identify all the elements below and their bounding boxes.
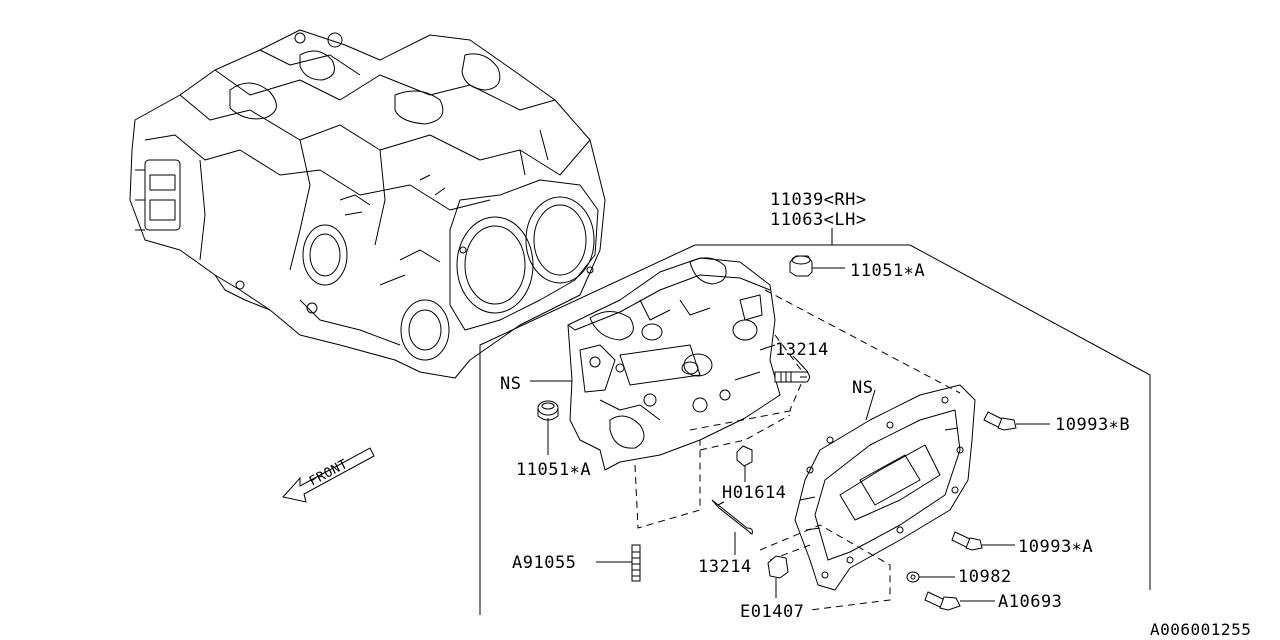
label-head-rh: 11039<RH> [770,190,867,210]
label-washer: 10982 [958,567,1012,587]
cap-part [767,555,789,579]
plug-part-left [537,400,559,421]
cylinder-head-illustration [567,257,781,471]
assembly-dashed-lines [634,289,961,611]
head-cover-plate-illustration [794,384,976,591]
stud-part-upper [774,371,810,383]
label-head-lh: 11063<LH> [770,210,867,230]
diagram-code: A006001255 [1150,620,1251,639]
label-plug-left: 11051∗A [516,460,591,480]
plug-part-top [789,255,813,277]
label-bolt-a10693: A10693 [998,592,1062,612]
label-dowel: A91055 [512,553,576,573]
washer-part [906,571,920,583]
bolt-part-a10693 [924,591,961,611]
bolt-part-b [983,411,1017,431]
callout-labels: 11039<RH> 11063<LH> 11051∗A 13214 NS NS … [500,190,1251,639]
pin-part [736,445,753,467]
label-bolt-a: 10993∗A [1018,537,1093,557]
stud-part-lower [711,499,753,535]
bolt-part-a [951,531,983,551]
label-ns-cover: NS [852,378,873,398]
label-cap: E01407 [740,602,804,622]
front-label: FRONT [307,457,351,490]
label-plug-top: 11051∗A [850,261,925,281]
label-stud-upper: 13214 [775,340,829,360]
label-bolt-b: 10993∗B [1055,415,1130,435]
engine-block-illustration [129,29,606,379]
leader-lines [530,267,1050,602]
label-ns-head: NS [500,374,521,394]
dowel-part [631,544,641,582]
front-direction-arrow: FRONT [282,447,375,503]
callout-frame [479,228,1151,615]
label-pin: H01614 [722,483,786,503]
label-stud-lower: 13214 [698,557,752,577]
